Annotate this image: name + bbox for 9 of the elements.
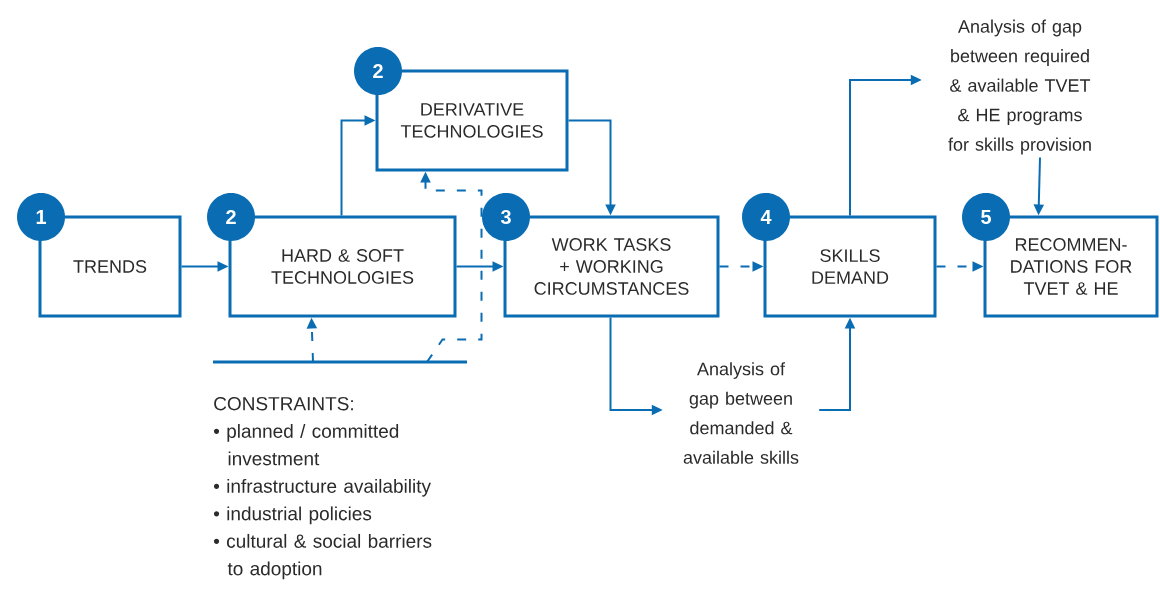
number-badge: 2 (354, 47, 402, 95)
number-badge: 3 (482, 193, 530, 241)
number-badge: 2 (207, 193, 255, 241)
number-badge: 4 (742, 193, 790, 241)
constraints-bar: CONSTRAINTS: • planned / committed investment • infrastructure availability • industrial policies • cultural & social barriers to adoption (213, 360, 467, 580)
number-badge: 1 (17, 193, 65, 241)
note-text: Analysis of gap between demanded & available skills (683, 362, 799, 464)
note-text: Analysis of gap between required & available TVET & HE programs for skills provision (948, 19, 1091, 155)
number-badge: 5 (962, 193, 1010, 241)
